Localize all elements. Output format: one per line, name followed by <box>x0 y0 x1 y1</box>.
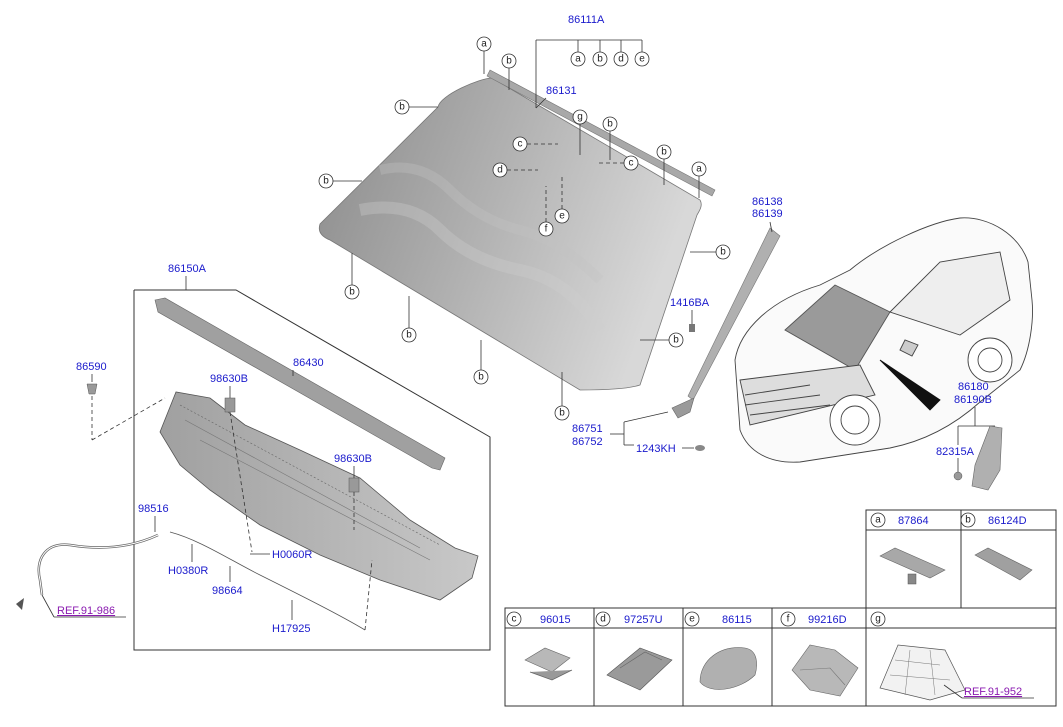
svg-text:g: g <box>875 614 881 625</box>
windshield-glass <box>318 77 702 391</box>
svg-text:b: b <box>597 54 603 65</box>
part-H0060R: H0060R <box>272 549 312 561</box>
svg-text:a: a <box>575 54 581 65</box>
part-86752: 86752 <box>572 436 603 448</box>
part-98516: 98516 <box>138 503 169 515</box>
legend-f: f 99216D <box>780 611 859 697</box>
svg-text:f: f <box>545 224 548 235</box>
svg-text:b: b <box>559 408 565 419</box>
svg-text:b: b <box>965 515 971 526</box>
svg-text:b: b <box>349 287 355 298</box>
svg-text:c: c <box>512 614 517 625</box>
part-1243KH: 1243KH <box>636 443 676 455</box>
legend-e: e 86115 <box>684 611 757 690</box>
svg-text:e: e <box>639 54 645 65</box>
svg-text:b: b <box>478 372 484 383</box>
svg-text:d: d <box>497 165 503 176</box>
glass-callouts: a b b b g b c c b a d e f b b b b b b <box>318 36 731 421</box>
part-98630B-left: 98630B <box>210 373 248 385</box>
svg-text:d: d <box>600 614 606 625</box>
svg-text:b: b <box>406 330 412 341</box>
callout-a-86111A: a <box>570 51 586 67</box>
part-86111A: 86111A <box>568 14 605 26</box>
svg-text:87864: 87864 <box>898 515 929 527</box>
svg-text:g: g <box>577 112 583 123</box>
windshield-top-molding <box>486 69 716 197</box>
part-1416BA: 1416BA <box>670 297 710 309</box>
cowl-assembly-frame <box>133 289 491 651</box>
washer-hose <box>37 533 159 596</box>
reference-91-986[interactable]: REF.91-986 <box>57 605 115 617</box>
svg-text:b: b <box>673 335 679 346</box>
svg-text:b: b <box>506 56 512 67</box>
callout-b-86111A: b <box>592 51 608 67</box>
svg-text:e: e <box>689 614 695 625</box>
vehicle-illustration <box>734 217 1033 463</box>
legend-d: d 97257U <box>595 611 673 691</box>
svg-text:86124D: 86124D <box>988 515 1027 527</box>
part-98630B-right: 98630B <box>334 453 372 465</box>
svg-text:d: d <box>618 54 624 65</box>
legend-c: c 96015 <box>506 611 573 681</box>
part-86590: 86590 <box>76 361 107 373</box>
reference-91-952[interactable]: REF.91-952 <box>964 686 1022 698</box>
part-H17925: H17925 <box>272 623 311 635</box>
svg-text:b: b <box>607 119 613 130</box>
part-86190B: 86190B <box>954 394 992 406</box>
part-86751: 86751 <box>572 423 603 435</box>
mirror-cover <box>971 425 1003 491</box>
legend-a: a 87864 <box>870 512 946 585</box>
svg-text:b: b <box>720 247 726 258</box>
svg-text:c: c <box>629 158 634 169</box>
part-H0380R: H0380R <box>168 565 208 577</box>
svg-text:a: a <box>875 515 881 526</box>
svg-text:e: e <box>559 211 565 222</box>
part-86150A: 86150A <box>168 263 207 275</box>
svg-text:99216D: 99216D <box>808 614 847 626</box>
svg-text:86115: 86115 <box>722 614 752 626</box>
svg-text:b: b <box>399 102 405 113</box>
part-86180: 86180 <box>958 381 989 393</box>
legend-table-cdefg <box>504 607 1057 707</box>
callout-d-86111A: d <box>613 51 629 67</box>
svg-text:96015: 96015 <box>540 614 571 626</box>
svg-text:f: f <box>787 614 790 625</box>
cowl-top-panel <box>159 391 479 601</box>
svg-text:a: a <box>481 39 487 50</box>
part-86430: 86430 <box>293 357 324 369</box>
svg-text:b: b <box>323 176 329 187</box>
legend-g: g <box>870 611 1034 701</box>
legend-b: b 86124D <box>960 512 1033 581</box>
part-98664: 98664 <box>212 585 243 597</box>
part-86138: 86138 <box>752 196 783 208</box>
svg-text:97257U: 97257U <box>624 614 663 626</box>
part-82315A: 82315A <box>936 446 975 458</box>
svg-text:a: a <box>696 164 702 175</box>
cowl-seal-strip <box>154 297 446 471</box>
part-86131: 86131 <box>546 85 577 97</box>
svg-text:b: b <box>661 147 667 158</box>
svg-text:c: c <box>518 139 523 150</box>
callout-e-86111A: e <box>634 51 650 67</box>
part-86139: 86139 <box>752 208 783 220</box>
